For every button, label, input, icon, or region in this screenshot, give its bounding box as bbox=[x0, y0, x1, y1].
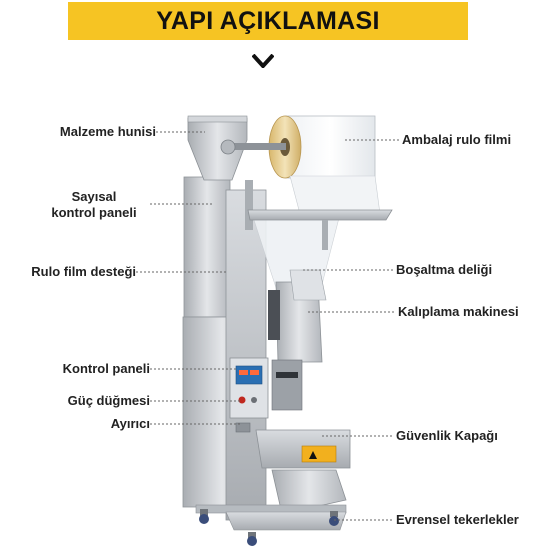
chevron-down-icon bbox=[252, 54, 274, 68]
label-guvenlik-kapagi: Güvenlik Kapağı bbox=[396, 428, 498, 443]
label-ambalaj-rulo-filmi: Ambalaj rulo filmi bbox=[402, 132, 512, 147]
label-sayisal-kontrol-paneli: Sayısal kontrol paneli bbox=[38, 189, 150, 221]
label-sayisal-line2: kontrol paneli bbox=[51, 205, 137, 220]
label-rulo-film-destegi: Rulo film desteği bbox=[31, 264, 136, 279]
label-guc-dugmesi: Güç düğmesi bbox=[67, 393, 150, 408]
machine-column bbox=[183, 176, 231, 318]
power-switch bbox=[238, 396, 246, 404]
page-title: YAPI AÇIKLAMASI bbox=[156, 6, 380, 35]
separator-knob bbox=[235, 422, 251, 433]
warning-label bbox=[301, 445, 337, 463]
discharge-chute bbox=[271, 469, 347, 515]
label-ayirici: Ayırıcı bbox=[110, 416, 150, 431]
label-malzeme-hunisi: Malzeme hunisi bbox=[59, 124, 156, 139]
film-support-frame bbox=[245, 180, 253, 230]
universal-wheels bbox=[199, 509, 339, 546]
label-kontrol-paneli: Kontrol paneli bbox=[62, 361, 150, 376]
label-bosaltma-deligi: Boşaltma deliği bbox=[396, 262, 493, 277]
title-banner: YAPI AÇIKLAMASI bbox=[68, 2, 468, 40]
packaging-film-web bbox=[289, 175, 381, 215]
label-kaliplama-makinesi: Kalıplama makinesi bbox=[398, 304, 519, 319]
label-evrensel-tekerlekler: Evrensel tekerlekler bbox=[396, 512, 519, 527]
sealing-jaws bbox=[271, 359, 303, 411]
front-panel bbox=[225, 189, 267, 521]
label-sayisal-line1: Sayısal bbox=[71, 189, 117, 204]
